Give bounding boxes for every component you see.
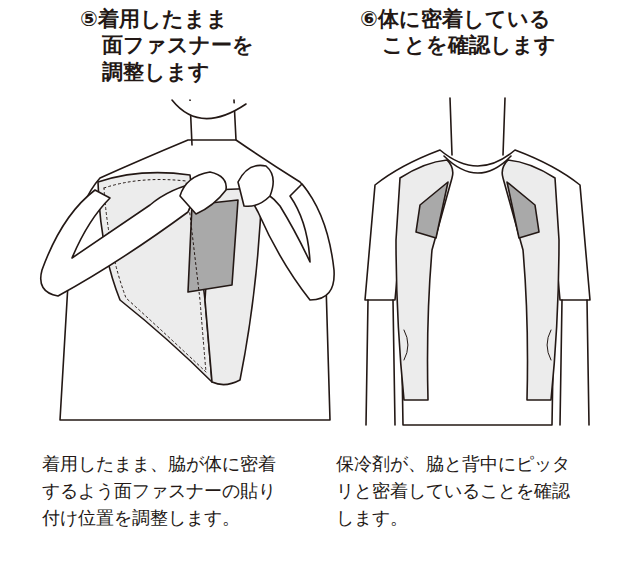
step-description: 着用したまま、脇が体に密着するよう面ファスナーの貼り付け位置を調整します。 [42, 450, 282, 531]
cold-pack [416, 182, 448, 238]
shirt-outline [60, 140, 330, 420]
shirt-outline [365, 150, 590, 425]
vest-strap [502, 160, 559, 400]
arm [41, 182, 200, 296]
hand [238, 165, 273, 206]
hand [180, 172, 226, 214]
cold-pack [507, 182, 539, 238]
chin [172, 100, 246, 119]
vest-strap [396, 160, 453, 400]
step-heading: ⑤着用したまま 面ファスナーを 調整します [80, 6, 312, 85]
neck [450, 98, 505, 155]
collar [444, 156, 511, 173]
step-description: 保冷剤が、脇と背中にピッタリと密着していることを確認します。 [336, 450, 576, 531]
cord [404, 330, 551, 360]
step-heading: ⑥体に密着している ことを確認します [360, 6, 612, 59]
